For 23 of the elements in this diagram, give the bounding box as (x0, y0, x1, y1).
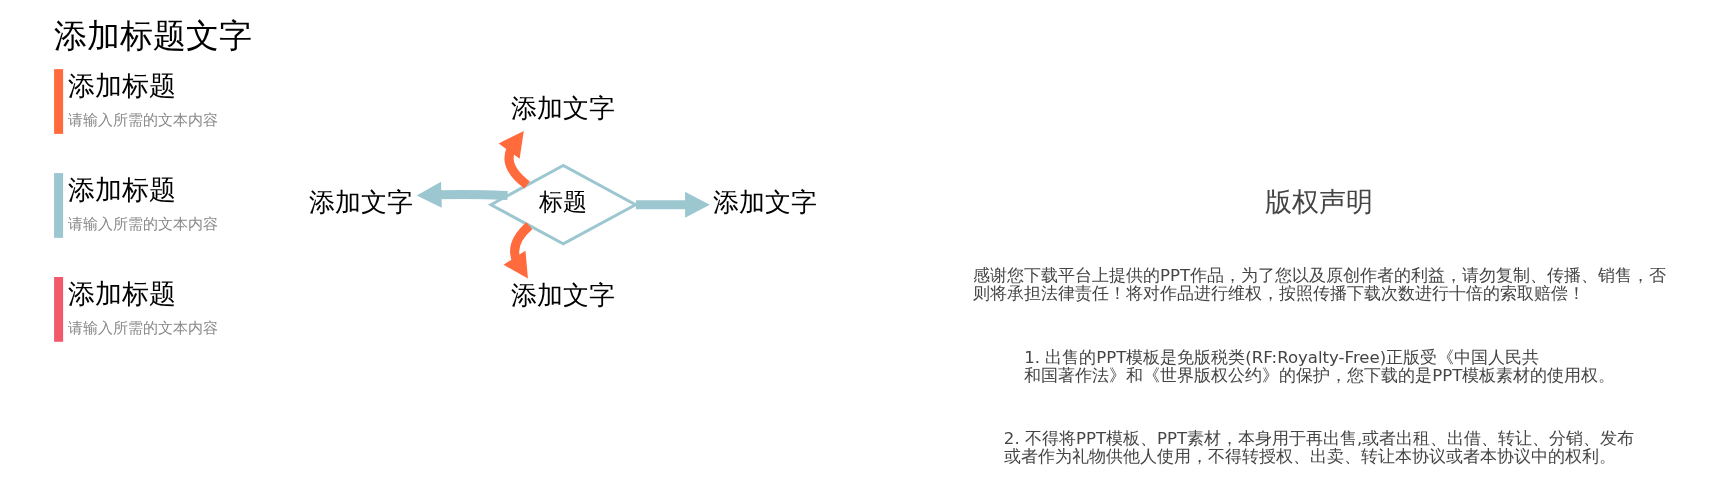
label: 2. 不得将PPT模板、PPT素材，本身用于再出售,或者出租、出借、转让、分销、发布或者作为礼物供他人使用，不得转授权、出卖、转让本协议或者本协议中的权利。 (1003, 428, 1635, 466)
arrow (498, 131, 530, 189)
node-text: 添加文字 (713, 186, 818, 217)
node-label: 请输入所需的文本内容 (67, 214, 218, 233)
node-diamond: 标题 (487, 163, 639, 246)
node-label: 添加标题 (67, 278, 176, 310)
diagram-title: 添加标题文字 (53, 15, 252, 55)
node-box (54, 69, 64, 134)
arrow (503, 222, 533, 279)
node-text: 添加文字 (511, 93, 616, 124)
node-label: 添加标题 (67, 70, 176, 102)
node-box (54, 277, 64, 342)
node-label: 请输入所需的文本内容 (67, 318, 218, 337)
node-text: 添加文字 (309, 186, 414, 217)
arrow (635, 191, 710, 218)
label: 感谢您下载平台上提供的PPT作品，为了您以及原创作者的利益，请勿复制、传播、销售，否则将承担法律责任！将对作品进行维权，按照传播下载次数进行十倍的索取赔偿！ (972, 266, 1667, 304)
label: 版权声明 (1265, 186, 1374, 218)
label: 1. 出售的PPT模板是免版税类(RF:Royalty-Free)正版受《中国人民共和国著作法》和《世界版权公约》的保护，您下载的是PPT模板素材的使用权。 (1024, 347, 1616, 385)
arrow (416, 181, 508, 208)
node-box (54, 173, 64, 238)
node-label: 请输入所需的文本内容 (67, 110, 218, 129)
node-label: 添加标题 (67, 174, 176, 206)
node-text: 添加文字 (511, 280, 616, 311)
